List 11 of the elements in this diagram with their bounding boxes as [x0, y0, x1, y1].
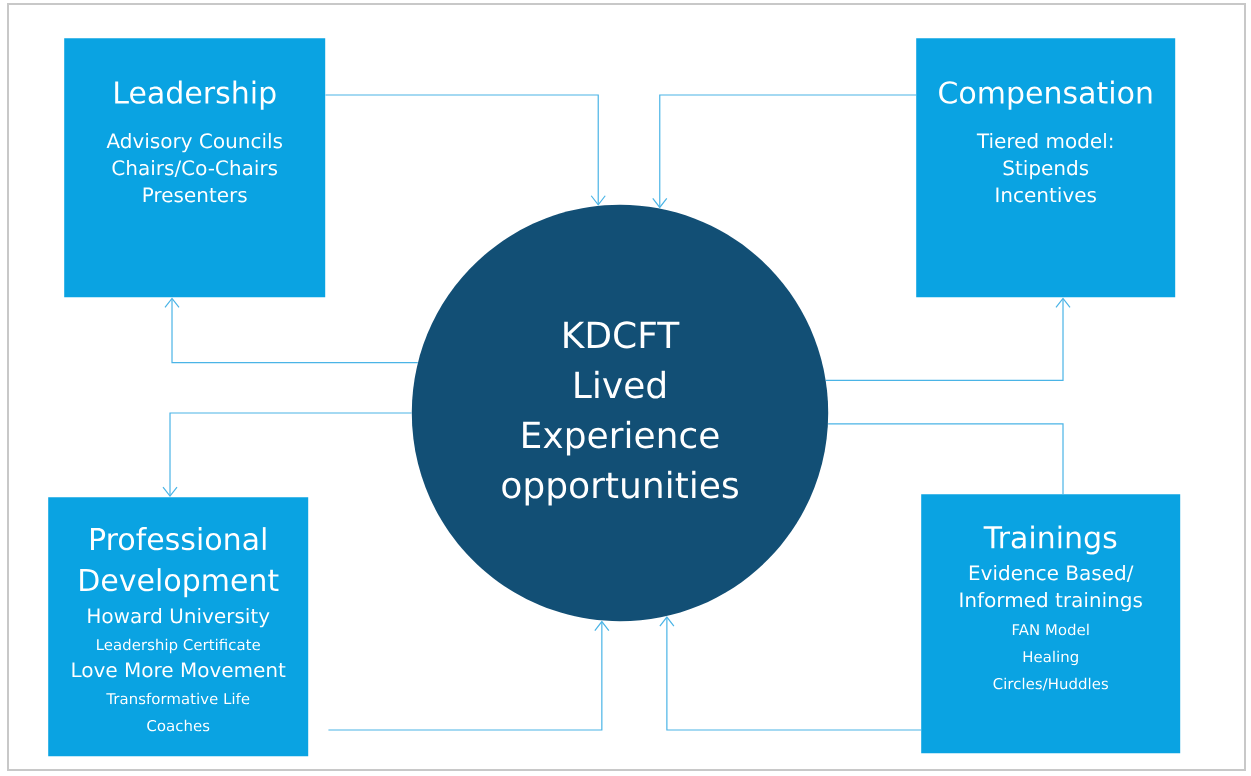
connector-arrow [324, 94, 606, 206]
category-box: Professional Development Howard University Leadership Certificate Love More Movement Transformative Life Coaches [48, 497, 309, 757]
connector-arrow [659, 616, 922, 731]
connector-arrow [164, 297, 419, 364]
category-box: Leadership Advisory Councils Chairs/Co-Chairs Presenters [64, 38, 326, 298]
connector-arrow [652, 94, 917, 209]
category-box: Compensation Tiered model: Stipends Incentives [916, 38, 1176, 298]
category-box: Trainings Evidence Based/ Informed trainings FAN Model Healing Circles/Huddles [921, 494, 1181, 754]
connector-arrow [162, 412, 413, 497]
connector-arrow [327, 620, 610, 731]
connector-arrow [825, 297, 1071, 381]
